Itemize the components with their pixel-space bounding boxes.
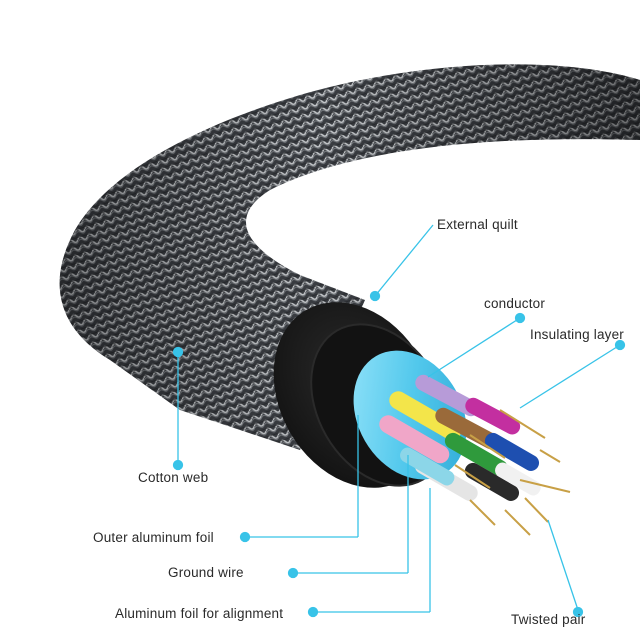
callout-conductor: conductor xyxy=(484,296,546,311)
callout-outer-aluminum-foil: Outer aluminum foil xyxy=(93,530,214,545)
conductor-bundle xyxy=(379,374,571,536)
callout-insulating-layer: Insulating layer xyxy=(530,327,625,342)
callout-aluminum-foil-alignment: Aluminum foil for alignment xyxy=(115,606,284,621)
braided-cable-body xyxy=(59,64,640,450)
callout-twisted-pair: Twisted pair xyxy=(511,612,586,627)
callout-external-quilt: External quilt xyxy=(437,217,518,232)
callout-ground-wire: Ground wire xyxy=(168,565,244,580)
callout-lines xyxy=(172,224,626,618)
callout-cotton-web: Cotton web xyxy=(138,470,209,485)
